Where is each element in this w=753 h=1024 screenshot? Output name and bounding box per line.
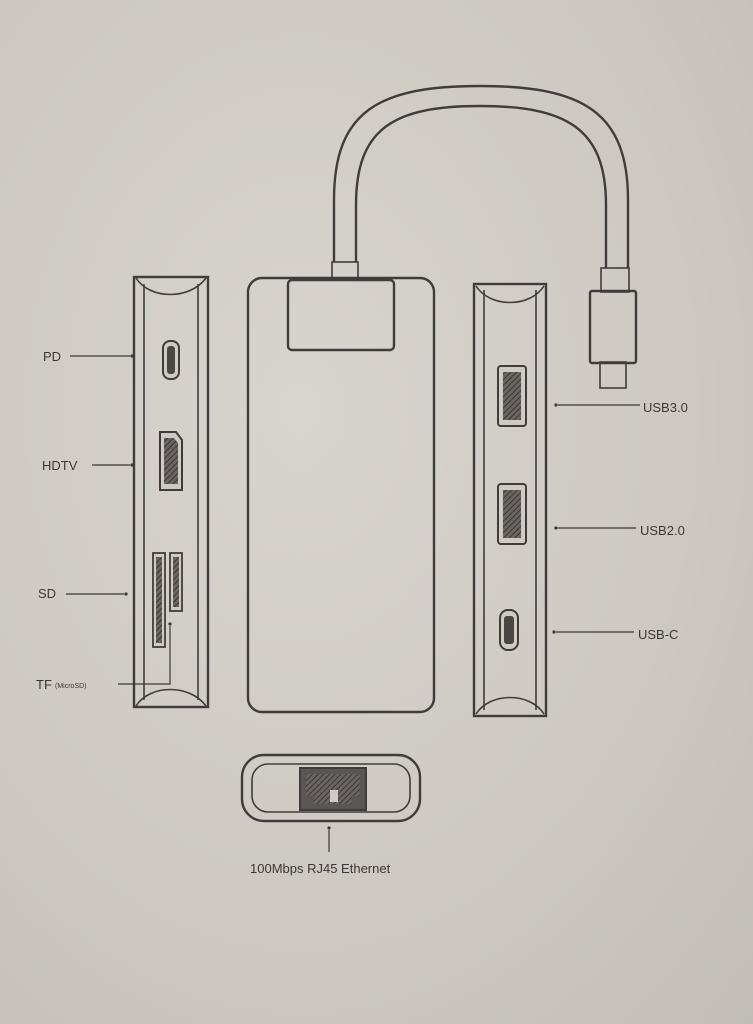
right-side-panel [472,282,548,718]
label-usb30: USB3.0 [643,400,688,415]
hub-body [246,276,436,714]
label-sd: SD [38,586,56,601]
leader-lines [66,354,640,852]
label-pd: PD [43,349,61,364]
label-usbc: USB-C [638,627,678,642]
label-tf: TF [36,677,52,692]
usb-c-cable [331,84,638,389]
label-tf-sub: (MicroSD) [55,683,87,690]
ethernet-end-panel [240,753,422,823]
pd-port-inner [167,346,175,374]
label-usb20: USB2.0 [640,523,685,538]
label-ethernet: 100Mbps RJ45 Ethernet [250,861,391,876]
left-side-panel [132,275,210,709]
label-hdtv: HDTV [42,458,78,473]
